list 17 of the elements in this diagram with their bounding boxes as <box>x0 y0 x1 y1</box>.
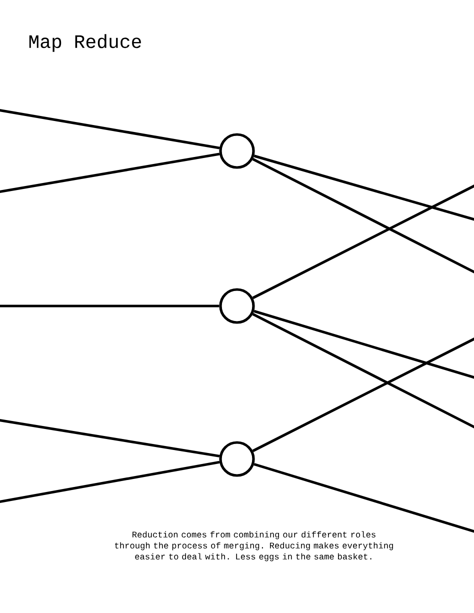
connector-line <box>0 418 220 458</box>
connector-line <box>254 310 474 380</box>
connector-line <box>0 108 220 150</box>
connector-line <box>252 184 474 300</box>
node-circle <box>219 288 255 324</box>
connector-line <box>0 460 220 504</box>
connector-line <box>252 336 474 452</box>
node-circle <box>219 133 255 169</box>
connector-line <box>252 312 474 430</box>
connector-line <box>0 304 220 308</box>
node-circle <box>219 441 255 477</box>
caption: Reduction comes from combining our different roles through the process of merging. Reducing makes everything easier to deal with. Less eggs in the same basket. <box>115 531 393 562</box>
title: Map Reduce <box>29 34 141 52</box>
connector-line <box>254 154 474 222</box>
connector-line <box>0 152 220 194</box>
connector-line <box>254 462 474 534</box>
connector-line <box>252 158 474 274</box>
